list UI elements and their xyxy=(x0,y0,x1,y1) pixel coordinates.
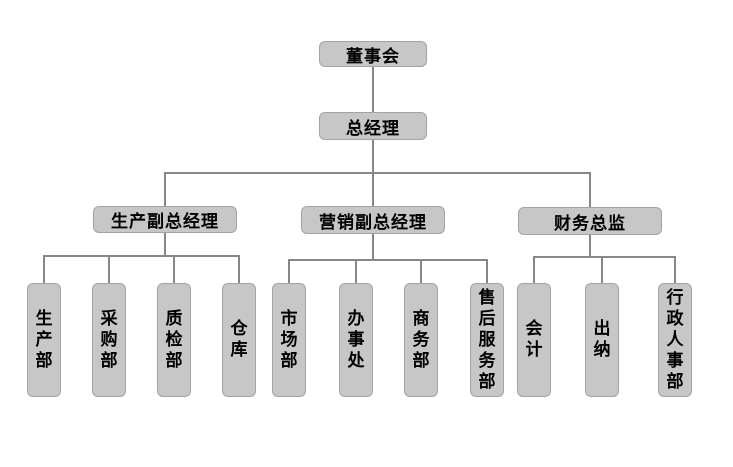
org-node-admin-hr-dept: 行政人事部 xyxy=(658,283,692,397)
org-node-market-dept: 市场部 xyxy=(272,283,306,397)
org-node-warehouse: 仓 库 xyxy=(222,283,265,397)
org-node-office: 办事处 xyxy=(339,283,373,397)
org-node-quality-dept: 质检部 xyxy=(157,283,191,397)
rail-level3 xyxy=(164,172,591,207)
rail-production-group xyxy=(43,255,240,283)
org-node-general-manager: 总经理 xyxy=(319,112,427,140)
rail-finance-group xyxy=(533,256,676,283)
org-node-production-dept: 生产部 xyxy=(27,283,61,397)
org-node-cashier: 出 纳 xyxy=(585,283,628,397)
org-node-vp-marketing: 营销副总经理 xyxy=(301,206,445,234)
rail-marketing-group xyxy=(288,259,488,283)
org-node-board: 董事会 xyxy=(319,41,427,67)
org-node-commerce-dept: 商务部 xyxy=(404,283,438,397)
org-node-purchasing-dept: 采购部 xyxy=(92,283,126,397)
org-node-accountant: 会 计 xyxy=(517,283,560,397)
org-node-after-sales-dept: 售后服务部 xyxy=(470,283,504,397)
org-node-finance-director: 财务总监 xyxy=(518,207,662,235)
org-node-vp-production: 生产副总经理 xyxy=(93,206,237,233)
